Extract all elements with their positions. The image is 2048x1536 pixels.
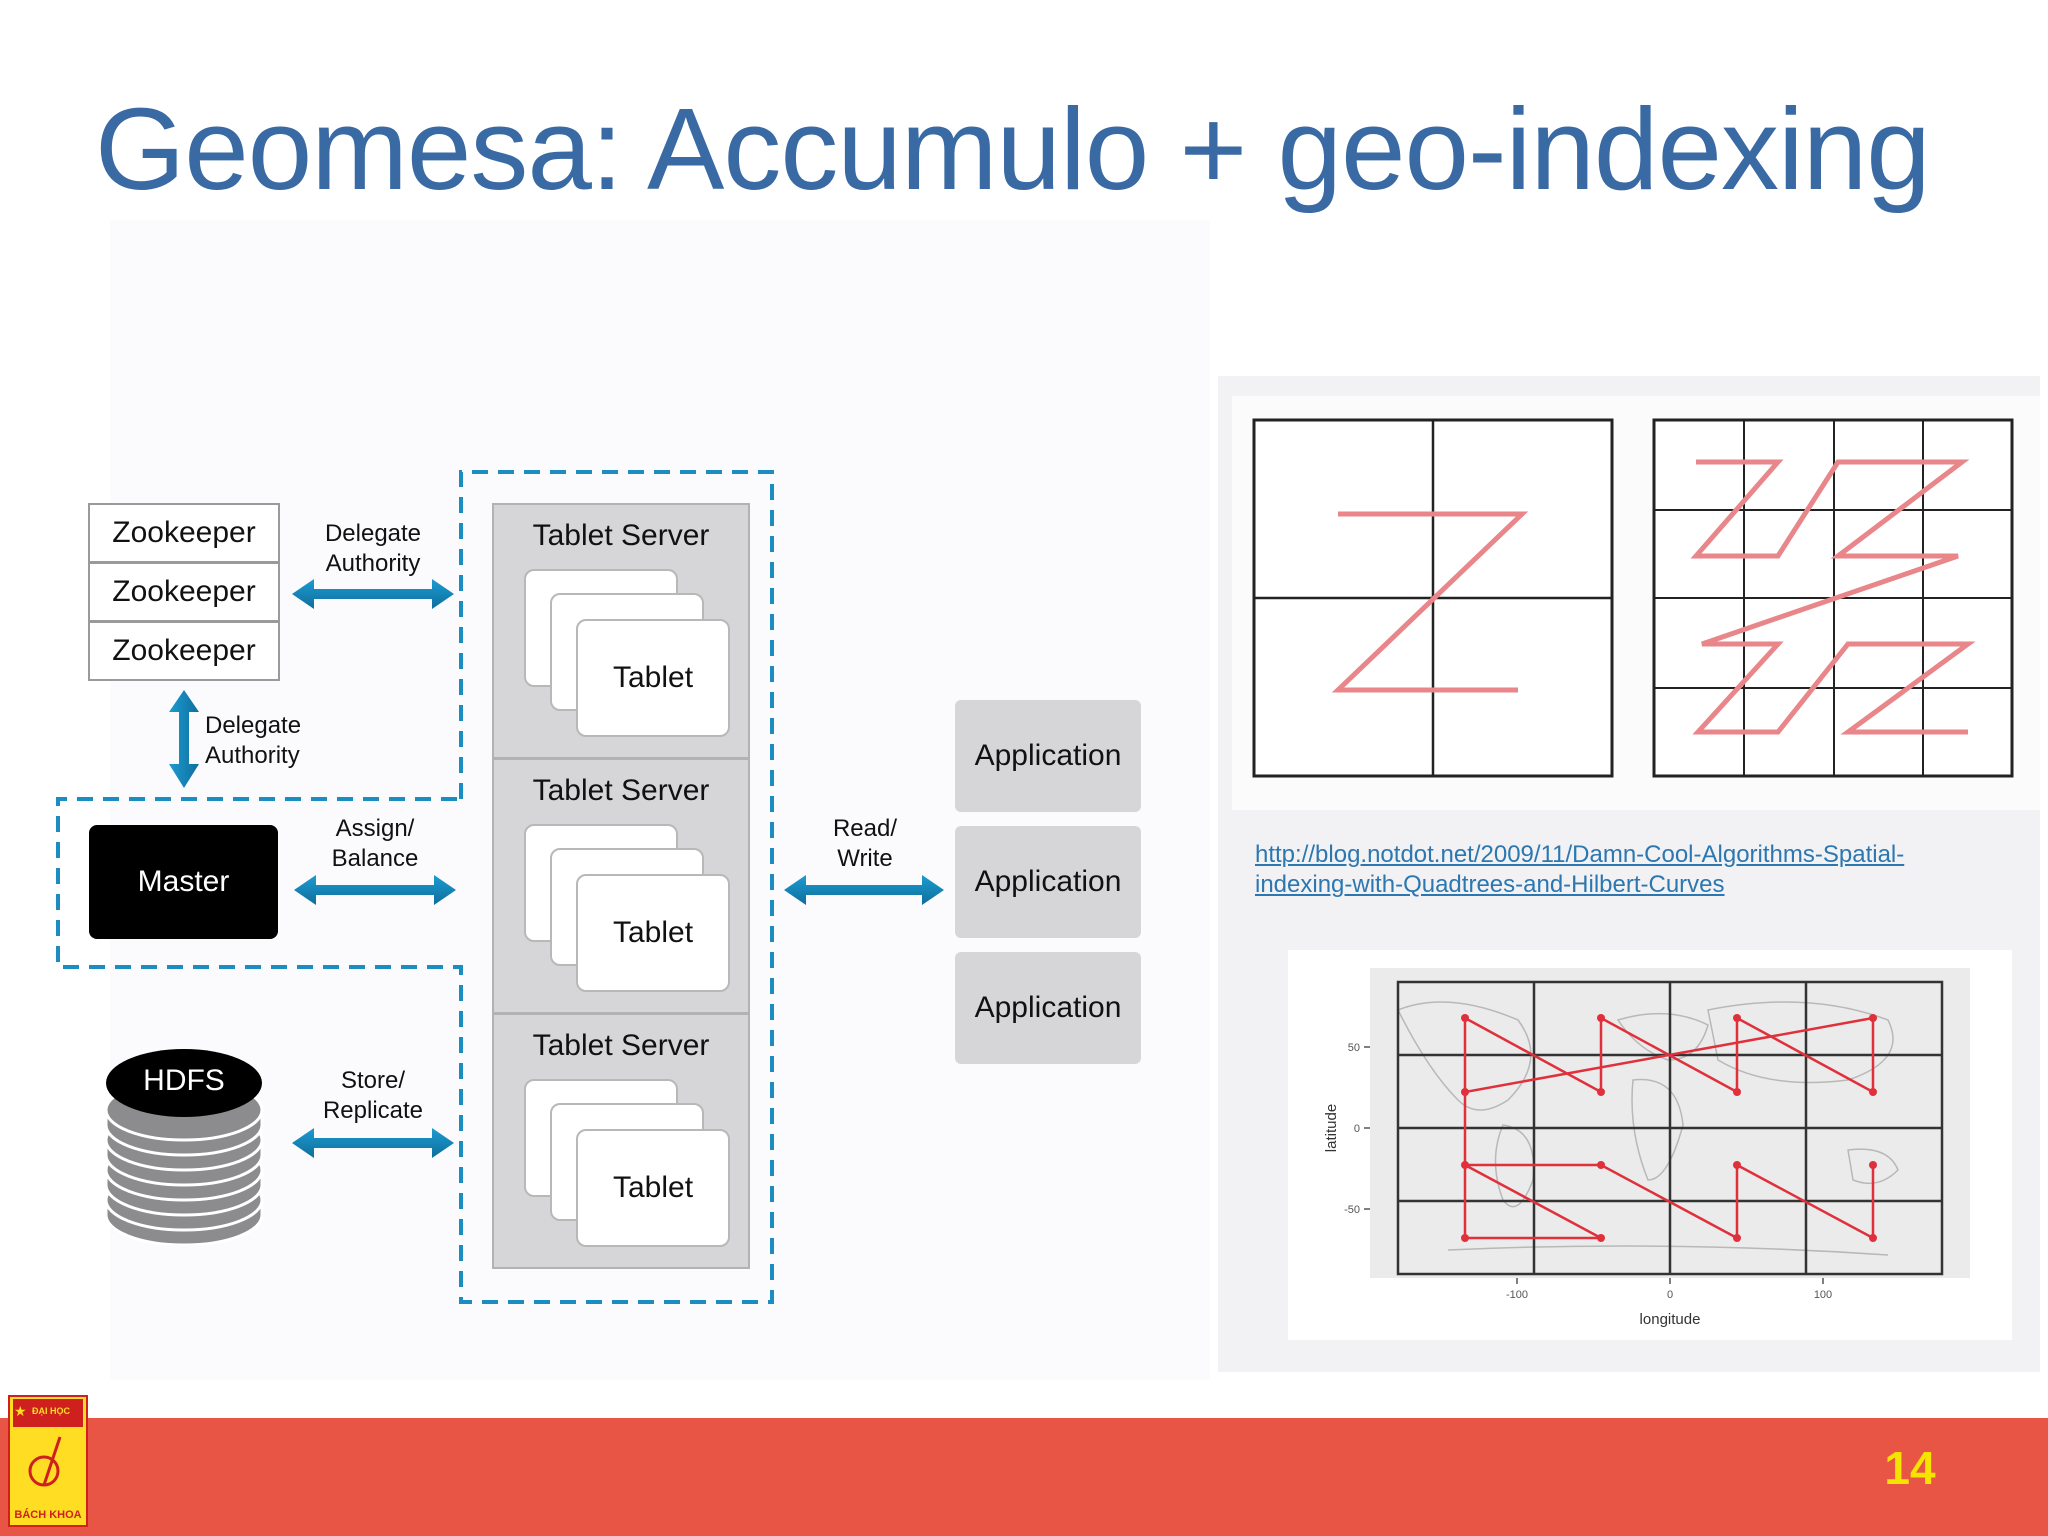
tablet-server-1: Tablet Server Tablet: [492, 503, 750, 759]
footer-bar: [0, 1418, 2048, 1536]
star-icon: ★: [14, 1403, 27, 1419]
logo-bottom-text: BÁCH KHOA: [14, 1509, 82, 1521]
tablet-server-label: Tablet Server: [532, 519, 710, 552]
application-box-2: Application: [955, 826, 1141, 938]
map-curve-points: [1461, 1014, 1877, 1242]
assign-balance-arrow: [294, 875, 456, 905]
tablet-server-2: Tablet Server Tablet: [492, 758, 750, 1014]
y-tick-label: 0: [1354, 1123, 1360, 1135]
tablet-card: Tablet: [576, 1129, 730, 1247]
x-tick-label: 100: [1814, 1289, 1832, 1301]
delegate-authority-label-vertical: Delegate Authority: [205, 712, 302, 769]
reference-link[interactable]: http://blog.notdot.net/2009/11/Damn-Cool…: [1255, 841, 1905, 898]
tablet-server-label: Tablet Server: [532, 774, 710, 807]
tablet-card: Tablet: [576, 619, 730, 737]
read-write-label: Read/ Write: [832, 815, 898, 872]
application-box-3: Application: [955, 952, 1141, 1064]
tablet-server-label: Tablet Server: [532, 1029, 710, 1062]
x-tick-label: -100: [1506, 1289, 1528, 1301]
logo-top-band: [13, 1399, 83, 1427]
store-replicate-label: Store/ Replicate: [322, 1067, 424, 1124]
read-write-arrow: [784, 875, 944, 905]
world-map-zorder-plot: 50 0 -50 -100 0 100 longitude latitude: [1323, 968, 1970, 1328]
application-box-1: Application: [955, 700, 1141, 812]
slide-title: Geomesa: Accumulo + geo-indexing: [95, 84, 1931, 214]
logo-top-text: ĐẠI HỌC: [32, 1406, 70, 1416]
zookeeper-node-3: Zookeeper: [88, 621, 280, 681]
tablet-card: Tablet: [576, 874, 730, 992]
assign-balance-label: Assign/ Balance: [331, 815, 419, 872]
delegate-authority-label-top: Delegate Authority: [324, 520, 422, 577]
world-map-outlines: [1396, 1001, 1899, 1256]
y-tick-label: -50: [1344, 1204, 1360, 1216]
delegate-authority-vertical-arrow: [169, 690, 199, 788]
hdfs-label: HDFS: [143, 1064, 225, 1097]
logo-emblem-icon: [28, 1436, 62, 1487]
tablet-server-3: Tablet Server Tablet: [492, 1013, 750, 1269]
university-logo: ★ ĐẠI HỌC BÁCH KHOA: [8, 1395, 88, 1527]
zookeeper-node-1: Zookeeper: [88, 503, 280, 563]
x-axis-label: longitude: [1640, 1311, 1701, 1328]
delegate-authority-arrow: [292, 579, 454, 609]
store-replicate-arrow: [292, 1128, 454, 1158]
y-tick-label: 50: [1348, 1042, 1360, 1054]
y-axis-label: latitude: [1323, 1104, 1340, 1152]
zorder-curve-level2: [1690, 459, 1976, 735]
hdfs-database-icon: [104, 1049, 264, 1245]
zorder-curve-illustration: [1252, 418, 2014, 778]
x-tick-label: 0: [1667, 1289, 1673, 1301]
master-node: Master: [89, 825, 278, 939]
page-number: 14: [1884, 1442, 1936, 1494]
zorder-curve-level1: [1331, 511, 1529, 693]
